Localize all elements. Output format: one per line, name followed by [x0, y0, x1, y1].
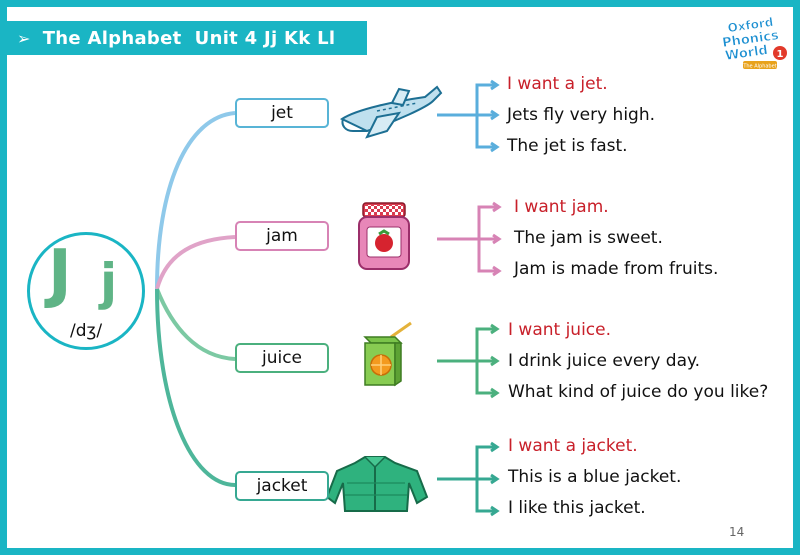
logo-level: 1	[777, 49, 784, 60]
word-box-jam: jam	[235, 221, 329, 251]
lowercase-letter: j	[100, 253, 118, 311]
letter-circle: J j /dʒ/	[27, 232, 145, 350]
arrows-jacket	[437, 441, 500, 517]
oxford-phonics-world-logo: Oxford Phonics World 1 The Alphabet	[721, 15, 787, 70]
page-number: 14	[729, 525, 745, 539]
logo-line1: Oxford	[727, 15, 774, 35]
word-box-jacket: jacket	[235, 471, 329, 501]
word-box-jet: jet	[235, 98, 329, 128]
jam-jar-picture	[358, 202, 410, 270]
jacket-sentence-3: I like this jacket.	[508, 498, 646, 518]
branch-jacket	[155, 288, 236, 487]
logo-tag: The Alphabet	[742, 64, 776, 70]
jacket-sentence-2: This is a blue jacket.	[508, 467, 682, 487]
phonetic-symbol: /dʒ/	[70, 321, 103, 341]
juice-sentence-1: I want juice.	[508, 320, 612, 340]
juice-sentence-2: I drink juice every day.	[508, 351, 701, 371]
arrow-bullet-icon: ➢	[17, 28, 31, 48]
jam-sentence-2: The jam is sweet.	[514, 228, 663, 248]
branch-juice	[155, 288, 236, 361]
jet-sentence-1: I want a jet.	[507, 74, 608, 94]
branch-jet	[155, 111, 236, 290]
branch-jam	[155, 235, 236, 290]
jet-picture	[339, 85, 443, 139]
juice-sentence-3: What kind of juice do you like?	[508, 382, 769, 402]
title-banner: ➢ The Alphabet Unit 4 Jj Kk Ll	[7, 21, 367, 55]
jacket-sentence-1: I want a jacket.	[508, 436, 638, 456]
jam-sentence-1: I want jam.	[514, 197, 609, 217]
jet-sentence-3: The jet is fast.	[507, 136, 628, 156]
arrows-jam	[437, 201, 502, 277]
arrows-juice	[437, 323, 500, 399]
word-box-juice: juice	[235, 343, 329, 373]
jacket-picture	[325, 456, 429, 512]
connector-lines	[155, 79, 502, 517]
juice-box-picture	[363, 321, 412, 387]
arrows-jet	[437, 79, 500, 153]
uppercase-letter: J	[48, 237, 72, 311]
logo-line3: World	[724, 43, 769, 64]
jam-sentence-3: Jam is made from fruits.	[514, 259, 719, 279]
jet-sentence-2: Jets fly very high.	[507, 105, 656, 125]
page-title: The Alphabet Unit 4 Jj Kk Ll	[42, 27, 336, 49]
